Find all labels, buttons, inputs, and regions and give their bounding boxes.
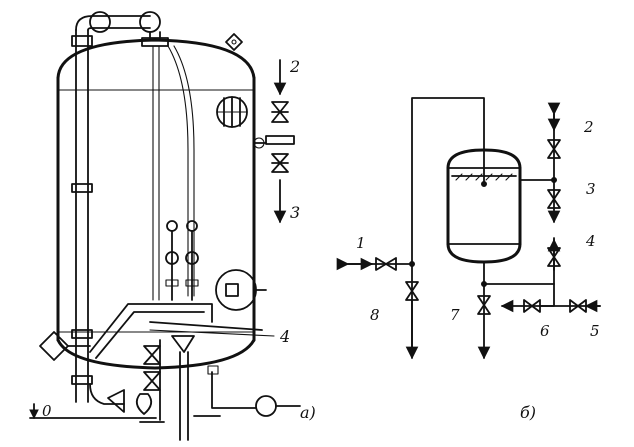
valve-1-label: 1 (356, 234, 366, 252)
callout-4-label: 4 (279, 327, 290, 346)
level-label: 0 (42, 402, 52, 420)
panel-a-drawing (29, 11, 301, 441)
manhole-upper (216, 96, 248, 128)
internal-pipes (152, 45, 195, 301)
pressure-gauges (165, 220, 199, 301)
callout-3-label: 3 (290, 203, 300, 222)
valve-4-label: 4 (585, 232, 596, 250)
pipe-top-loop (411, 97, 485, 357)
valve-7-symbol (477, 295, 491, 315)
panel-a-label: а) (300, 403, 316, 422)
panel-b-label: б) (520, 403, 536, 422)
valve-8-symbol (405, 281, 419, 301)
filter-vessel (56, 33, 256, 370)
valve-7-label: 7 (450, 306, 460, 324)
valve-2-symbol (547, 139, 561, 159)
valve-6-label: 6 (540, 322, 550, 340)
callout-4-leader (149, 329, 275, 337)
valve-3-label: 3 (586, 180, 596, 198)
valve-4-symbol (547, 247, 561, 267)
riser-pipe-left (71, 11, 161, 403)
bottom-manifold (39, 303, 301, 441)
valve-8-label: 8 (370, 306, 380, 324)
valve-2-label: 2 (583, 118, 594, 136)
callout-2-label: 2 (289, 57, 300, 76)
junction-valve-1 (409, 261, 415, 267)
valve-3-symbol (547, 189, 561, 209)
valve-1-symbol (375, 257, 397, 271)
valve-6-symbol (523, 299, 541, 313)
valve-5-label: 5 (590, 322, 600, 340)
valve-5-symbol (569, 299, 587, 313)
sampling-line (253, 59, 295, 224)
panel-b-schematic (336, 97, 601, 360)
pipe-valve-6-link (539, 283, 555, 307)
zero-level-marker (29, 403, 157, 420)
schematic-filter (446, 148, 522, 264)
manhole-lower (215, 269, 267, 311)
